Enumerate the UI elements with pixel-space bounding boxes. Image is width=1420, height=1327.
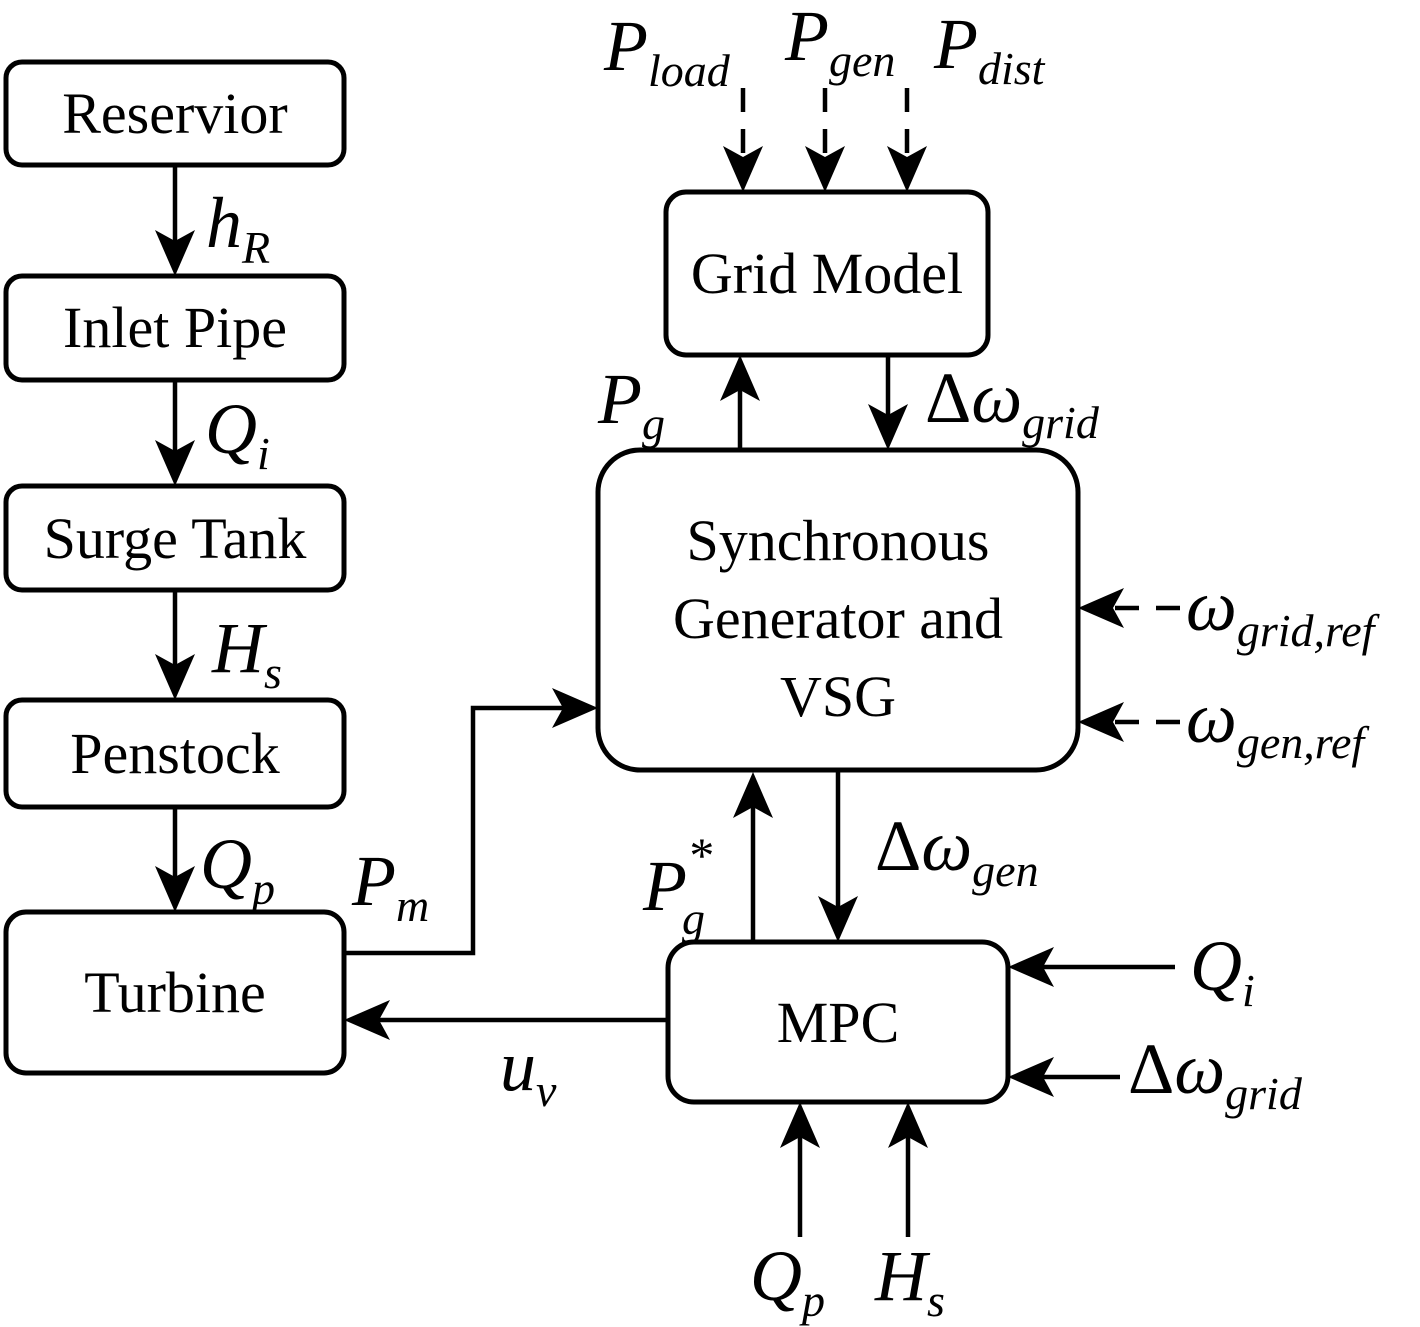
signal-label-dw-grid-mpc: Δωgrid — [1128, 1029, 1303, 1119]
signal-label-P-m: Pm — [351, 841, 429, 931]
signal-label-h-R: hR — [206, 183, 270, 273]
signal-label-Q-i-mpc: Qi — [1190, 926, 1255, 1016]
signal-label-Q-p-mpc: Qp — [750, 1236, 825, 1326]
signal-label-Q-p: Qp — [200, 824, 275, 914]
mpc-label: MPC — [777, 990, 900, 1055]
sync-gen-label-line1: Synchronous — [687, 508, 990, 573]
arrow-pm-to-sync-gen — [344, 688, 598, 956]
turbine-label: Turbine — [84, 960, 266, 1025]
signal-label-u-v: uv — [500, 1026, 557, 1116]
turbine-box — [3, 909, 347, 1076]
signal-label-P-g: Pg — [597, 359, 665, 449]
sync-gen-label-line3: VSG — [780, 664, 896, 729]
surge-tank-label: Surge Tank — [44, 506, 307, 571]
signal-label-P-gen: Pgen — [784, 0, 895, 86]
grid-model-label: Grid Model — [691, 241, 963, 306]
signal-label-w-gen-ref: ωgen,ref — [1186, 678, 1370, 768]
signal-label-P-dist: Pdist — [933, 4, 1046, 94]
grid-model-box — [663, 189, 991, 358]
signal-label-H-s: Hs — [211, 608, 282, 698]
signal-label-dw-grid-top: Δωgrid — [925, 358, 1100, 448]
signal-label-P-g-star: P*g — [642, 827, 712, 944]
signal-label-H-s-mpc: Hs — [874, 1236, 945, 1326]
signal-label-P-load: Pload — [603, 6, 731, 96]
reservoir-label: Reservior — [62, 81, 288, 146]
signal-label-Q-i: Qi — [205, 389, 270, 479]
inlet-pipe-label: Inlet Pipe — [63, 295, 287, 360]
signal-label-w-grid-ref: ωgrid,ref — [1186, 566, 1381, 656]
penstock-label: Penstock — [70, 721, 279, 786]
signal-label-dw-gen: Δωgen — [875, 806, 1039, 896]
sync-gen-label-line2: Generator and — [673, 586, 1003, 651]
